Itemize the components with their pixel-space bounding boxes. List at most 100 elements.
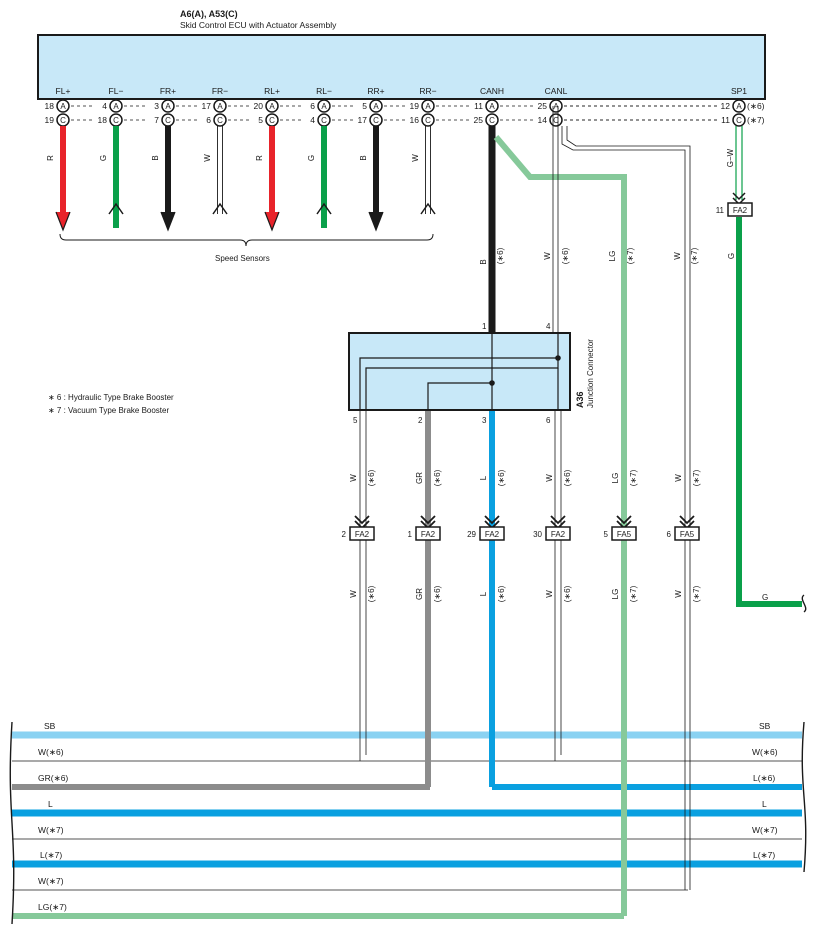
junction-pin-1: 1: [482, 322, 487, 331]
ecu-terminals: FL+A18C19FL−A4C18FR+A3C7FR−A17C6RL+A20C5…: [45, 86, 765, 127]
arrow-up-icon: [212, 202, 228, 215]
bus-label-left-2: GR(∗6): [38, 773, 68, 783]
break-mark: [801, 721, 807, 873]
inline-wire-note: (∗7): [692, 585, 701, 602]
terminal-label: CANL: [545, 86, 568, 96]
junction-pin-5: 5: [353, 416, 358, 425]
terminal-label: RR−: [419, 86, 436, 96]
connector-box: [674, 526, 700, 541]
bus-label-right-1: W(∗6): [752, 747, 778, 757]
pin-note: (∗7): [747, 115, 765, 125]
junction-id: A36: [575, 391, 585, 408]
sensor-wire-color: R: [255, 155, 264, 161]
sp1-g-color: G: [727, 253, 736, 259]
arrow-down-icon: [161, 212, 175, 230]
bus-label-right-5: L(∗7): [753, 850, 775, 860]
inline-wire-color: L: [479, 475, 488, 480]
bus-label-left-0: SB: [44, 721, 56, 731]
sp1-inline-connector: FA2 11: [716, 192, 753, 217]
connector-letter: C: [113, 116, 119, 125]
pin-number: 4: [102, 101, 107, 111]
inline-wire-note: (∗7): [629, 585, 638, 602]
junction-pin-3: 3: [482, 416, 487, 425]
connector-pin: 6: [667, 530, 672, 539]
pin-note: (∗6): [747, 101, 765, 111]
inline-wire-note: (∗6): [563, 469, 572, 486]
connector-letter: C: [736, 116, 742, 125]
inline-wire-note: (∗6): [433, 585, 442, 602]
connector-letter: A: [217, 102, 223, 111]
terminal-circle: [109, 99, 123, 113]
bus-label-left-7: LG(∗7): [38, 902, 67, 912]
connector-name: FA2: [485, 530, 500, 539]
connector-pin: 1: [408, 530, 413, 539]
ecu-name: Skid Control ECU with Actuator Assembly: [180, 20, 337, 30]
terminal-label: RR+: [367, 86, 384, 96]
arrow-down-icon: [369, 212, 383, 230]
connector-name: FA2: [551, 530, 566, 539]
connector-letter: A: [489, 102, 495, 111]
connector-pin: 2: [342, 530, 347, 539]
terminal-label: FL+: [56, 86, 71, 96]
junction-pin-4: 4: [546, 322, 551, 331]
arrow-up-icon: [316, 202, 332, 215]
connector-letter: C: [321, 116, 327, 125]
pin-number: 20: [254, 101, 264, 111]
pin-number: 17: [358, 115, 368, 125]
arrow-down-icon: [56, 212, 70, 230]
canh-note: (∗6): [496, 247, 505, 264]
connector-letter: C: [489, 116, 495, 125]
bus-label-right-0: SB: [759, 721, 771, 731]
pin-number: 11: [474, 101, 483, 111]
pin-number: 19: [410, 101, 420, 111]
inline-wire-color: W: [545, 590, 554, 598]
inline-wire-note: (∗7): [629, 469, 638, 486]
break-mark: [801, 594, 807, 613]
sensor-wire-color: G: [307, 155, 316, 161]
connector-name: FA2: [355, 530, 370, 539]
connector-pin: 30: [533, 530, 542, 539]
bus-label-right-3: L: [762, 799, 767, 809]
harness-buses: [9, 594, 807, 925]
inline-wire-color: L: [479, 591, 488, 596]
wire-w7-b: [566, 126, 691, 890]
connector-name: FA2: [421, 530, 436, 539]
sp1-connector-pin: 11: [716, 206, 725, 215]
inline-wire-note: (∗6): [367, 469, 376, 486]
terminal-circle: [421, 99, 435, 113]
inline-wire-color: W: [349, 474, 358, 482]
sensor-wire-4: R: [255, 126, 280, 232]
terminal-circle: [161, 99, 175, 113]
sp1-g-bottom: G: [762, 593, 768, 602]
wire-sp1-g: [736, 217, 802, 607]
inline-wire-note: (∗6): [497, 585, 506, 602]
sensor-wire-color: B: [359, 155, 368, 160]
pin-number: 6: [206, 115, 211, 125]
connector-letter: C: [373, 116, 379, 125]
sensor-wire-6: B: [359, 126, 384, 232]
sensor-wire-7: W: [411, 126, 436, 215]
junction-pin-6: 6: [546, 416, 551, 425]
note-6: ∗ 6 : Hydraulic Type Brake Booster: [48, 393, 174, 402]
speed-sensors-label: Speed Sensors: [215, 254, 270, 263]
connector-name: FA5: [617, 530, 632, 539]
ecu-id: A6(A), A53(C): [180, 9, 238, 19]
vertical-wire-labels: B (∗6) W (∗6) LG (∗7) W (∗7) G−W G G: [479, 148, 768, 602]
pin-number: 11: [721, 115, 730, 125]
connector-pin: 29: [467, 530, 476, 539]
sensor-wire-5: G: [307, 126, 332, 228]
sensor-wire-2: B: [151, 126, 176, 232]
connector-box: [349, 526, 375, 541]
